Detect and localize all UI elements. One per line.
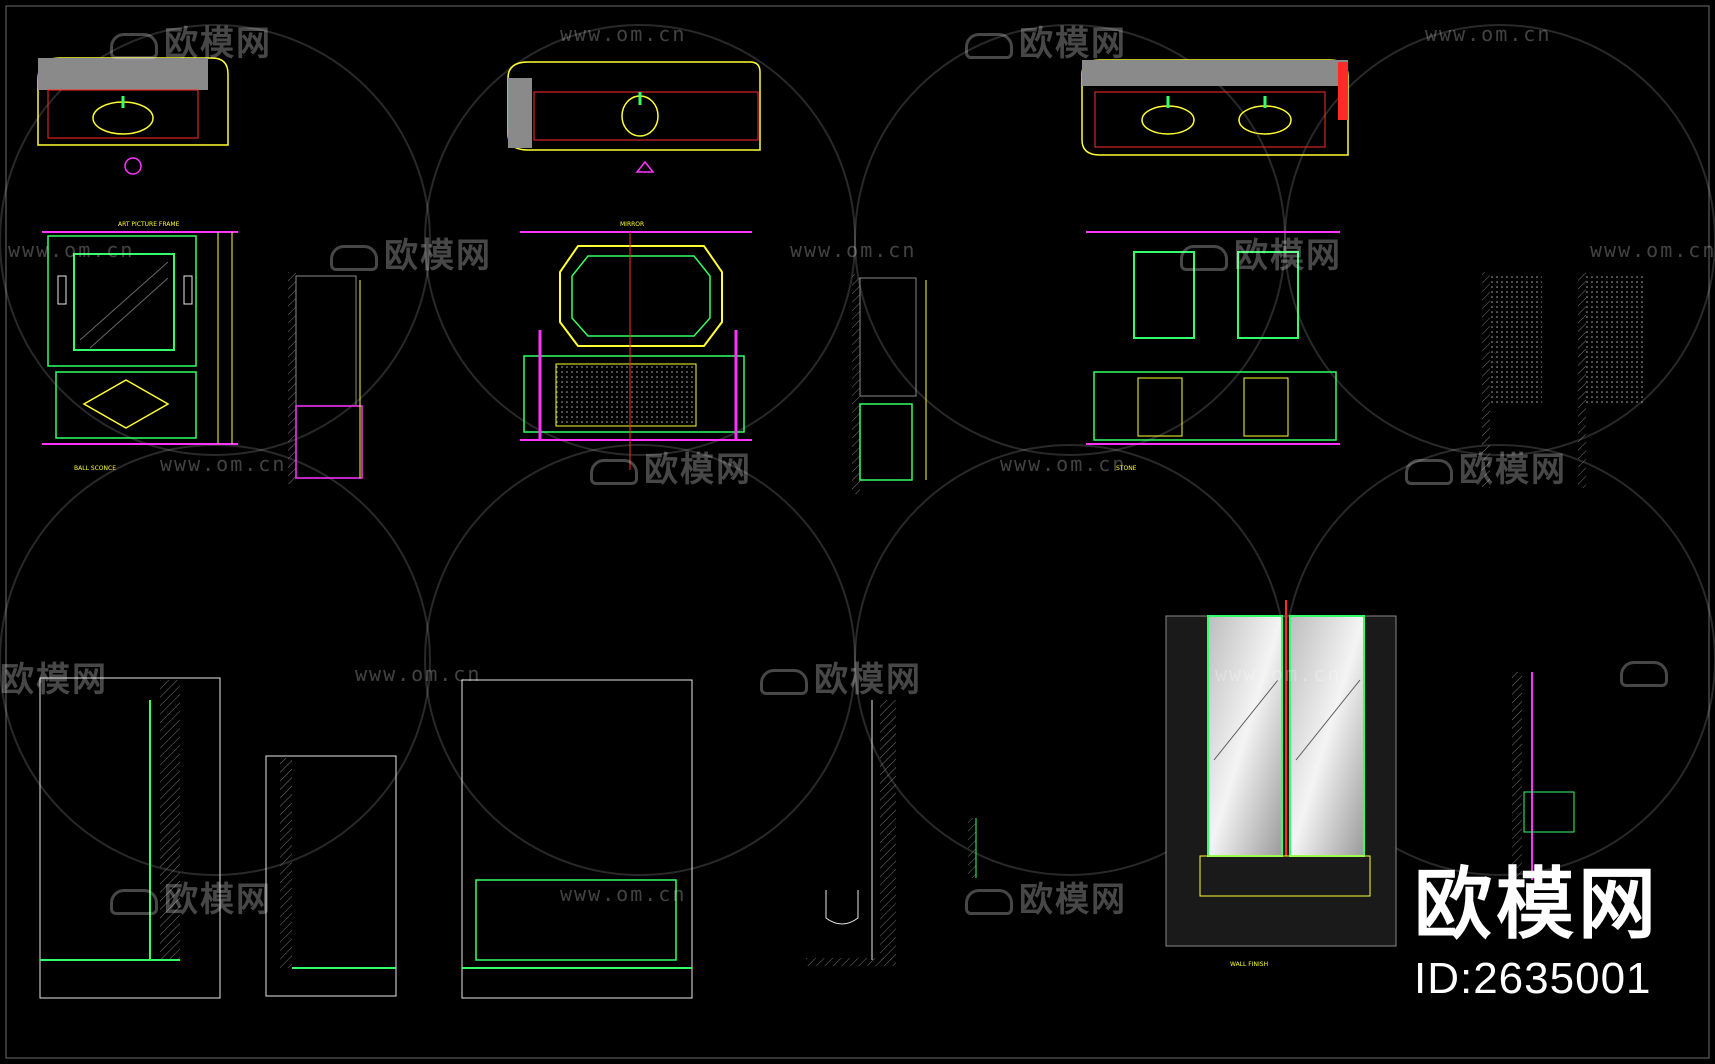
watermark-brand: 欧模网 <box>330 228 492 277</box>
watermark-brand: 欧模网 <box>110 16 272 65</box>
vanity-elevation-1 <box>42 231 238 445</box>
mirror-elevation <box>1165 600 1397 947</box>
vanity-section-1 <box>288 272 363 484</box>
label-mirror: MIRROR <box>620 221 644 228</box>
watermark-url: www.om.cn <box>1215 662 1342 686</box>
watermark-brand-text: 欧模网 <box>164 24 272 64</box>
vanity-plan-2 <box>507 61 761 173</box>
vanity-elevation-3 <box>1086 231 1340 445</box>
watermark-brand-text: 欧模网 <box>1234 236 1342 276</box>
watermark-brand-text: 欧模网 <box>0 660 108 700</box>
watermark-url: www.om.cn <box>1590 238 1715 262</box>
watermark-brand-text: 欧模网 <box>1019 880 1127 920</box>
watermark-brand: 欧模网 <box>965 16 1127 65</box>
label-wall-finish: WALL FINISH <box>1230 961 1268 968</box>
watermark-url: www.om.cn <box>8 238 135 262</box>
watermark-brand-text: 欧模网 <box>1459 450 1567 490</box>
detail-section-d <box>806 700 896 966</box>
vanity-plan-1 <box>37 57 229 175</box>
detail-section-a <box>39 677 221 999</box>
watermark-url: www.om.cn <box>560 22 687 46</box>
label-art-frame: ART PICTURE FRAME <box>118 221 180 228</box>
label-stone: STONE <box>1116 465 1137 472</box>
watermark-brand-text: 欧模网 <box>1019 24 1127 64</box>
model-id: ID:2635001 <box>1413 954 1652 1003</box>
vanity-section-3 <box>1482 272 1646 488</box>
detail-section-f <box>1512 672 1575 882</box>
vanity-elevation-2 <box>520 231 752 470</box>
watermark-brand: 欧模网 <box>760 652 922 701</box>
detail-section-e <box>968 818 977 878</box>
brand-badge: 欧模网 ID:2635001 <box>1414 866 1660 1004</box>
watermark-brand: 欧模网 <box>965 872 1127 921</box>
detail-section-b <box>265 755 397 997</box>
watermark-brand-text: 欧模网 <box>384 236 492 276</box>
watermark-brand: 欧模网 <box>1405 442 1567 491</box>
watermark-brand <box>1620 652 1674 692</box>
vanity-section-2 <box>852 274 927 494</box>
watermark-brand: 欧模网 <box>0 652 108 701</box>
watermark-brand-text: 欧模网 <box>644 450 752 490</box>
watermark-url: www.om.cn <box>1000 452 1127 476</box>
watermark-url: www.om.cn <box>1425 22 1552 46</box>
watermark-brand: 欧模网 <box>110 872 272 921</box>
watermark-brand-text: 欧模网 <box>814 660 922 700</box>
brand-title: 欧模网 <box>1413 860 1660 950</box>
watermark-url: www.om.cn <box>160 452 287 476</box>
watermark-url: www.om.cn <box>355 662 482 686</box>
watermark-url: www.om.cn <box>790 238 917 262</box>
vanity-plan-3 <box>1081 59 1349 156</box>
label-ball-sconce: BALL SCONCE <box>74 465 116 472</box>
watermark-url: www.om.cn <box>560 882 687 906</box>
watermark-brand-text: 欧模网 <box>164 880 272 920</box>
watermark-brand: 欧模网 <box>590 442 752 491</box>
watermark-brand: 欧模网 <box>1180 228 1342 277</box>
detail-section-c <box>461 679 693 999</box>
